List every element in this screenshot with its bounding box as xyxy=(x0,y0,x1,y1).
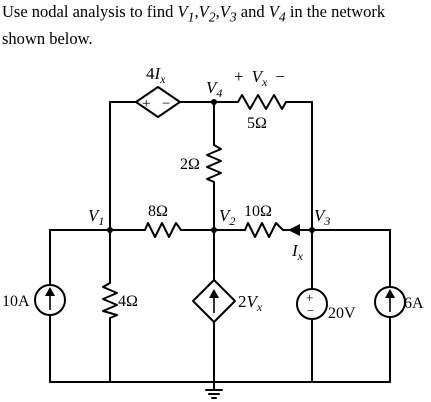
svg-text:+: + xyxy=(306,290,313,305)
node-v4-label: V4 xyxy=(206,78,222,100)
dependent-voltage-source-4ix: + − xyxy=(135,86,181,118)
up-arrow-icon xyxy=(385,289,395,298)
voltage-source-20v: + − xyxy=(296,288,328,320)
svg-text:−: − xyxy=(162,96,170,112)
node-v2-label: V2 xyxy=(219,206,235,228)
unknown-v1: V1 xyxy=(177,2,195,25)
label-r-v1-v2: 8Ω xyxy=(148,203,168,220)
resistor-4ohm xyxy=(102,282,118,319)
label-isource-left: 10A xyxy=(2,293,30,310)
resistor-5ohm xyxy=(237,94,287,110)
svg-text:−: − xyxy=(307,303,314,318)
wires xyxy=(49,101,391,391)
label-vsource: 20V xyxy=(328,305,356,322)
dependent-current-source-2vx xyxy=(192,279,236,323)
up-arrow-icon xyxy=(45,287,55,296)
question-text: Use nodal analysis to find V1,V2,V3 and … xyxy=(2,2,386,49)
label-r-left: 4Ω xyxy=(118,293,138,310)
question-prefix: Use nodal analysis to find xyxy=(2,2,178,21)
ground-symbol xyxy=(205,389,223,399)
unknown-v2: V2 xyxy=(198,2,216,25)
label-isource-right: 6A xyxy=(404,295,424,312)
label-r-v2-v3: 10Ω xyxy=(244,203,272,220)
node-v3-label: V3 xyxy=(314,206,330,228)
label-r-vertical: 2Ω xyxy=(180,156,200,173)
node-v1-label: V1 xyxy=(88,206,104,228)
resistor-10ohm xyxy=(244,222,284,238)
unknown-v3: V3 xyxy=(219,2,237,25)
current-source-10a xyxy=(34,284,66,316)
ix-arrow-icon xyxy=(288,224,300,236)
question-suffix: and V4 in the network shown below. xyxy=(2,2,386,49)
resistor-2ohm xyxy=(206,144,222,183)
label-4ix: 4Ix xyxy=(146,64,166,86)
label-vx: +Vx− xyxy=(234,67,285,89)
current-source-6a xyxy=(374,286,406,318)
label-dep-isource: 2Vx xyxy=(238,292,263,314)
resistor-8ohm xyxy=(144,222,182,238)
svg-text:+: + xyxy=(142,96,150,112)
junction-dots xyxy=(107,99,315,233)
up-arrow-icon xyxy=(209,289,219,298)
label-r-top: 5Ω xyxy=(247,115,267,132)
label-ix: Ix xyxy=(291,241,304,263)
